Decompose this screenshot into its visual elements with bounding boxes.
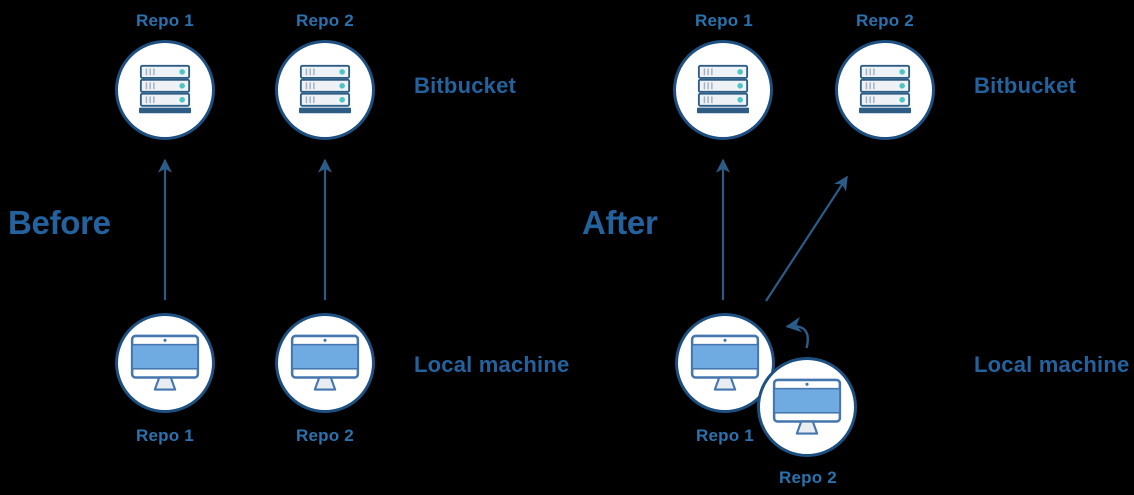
after-local-repo2-label: Repo 2 <box>779 468 837 487</box>
before-bitbucket-label: Bitbucket <box>414 73 517 98</box>
after-remote-repo1-label: Repo 1 <box>695 11 753 30</box>
server-stack-icon <box>137 64 193 116</box>
desktop-monitor-icon <box>130 334 200 392</box>
before-local-machine-label: Local machine <box>414 352 570 377</box>
after-bitbucket-label: Bitbucket <box>974 73 1077 98</box>
after-remote-repo1-node <box>673 40 773 140</box>
desktop-monitor-icon <box>690 334 760 392</box>
before-remote-repo1-node <box>115 40 215 140</box>
before-local-repo2-node <box>275 313 375 413</box>
before-local-repo2-label: Repo 2 <box>296 426 354 445</box>
after-push-arrow-repo2 <box>765 175 848 302</box>
before-remote-repo1-label: Repo 1 <box>136 11 194 30</box>
server-stack-icon <box>695 64 751 116</box>
desktop-monitor-icon <box>290 334 360 392</box>
after-local-repo2-node <box>757 357 857 457</box>
after-local-repo1-label: Repo 1 <box>696 426 754 445</box>
before-heading: Before <box>8 204 111 241</box>
before-local-repo1-node <box>115 313 215 413</box>
before-remote-repo2-node <box>275 40 375 140</box>
server-stack-icon <box>297 64 353 116</box>
after-local-machine-label: Local machine <box>974 352 1130 377</box>
before-local-repo1-label: Repo 1 <box>136 426 194 445</box>
after-heading: After <box>582 204 658 241</box>
after-merge-curved-arrow <box>785 316 809 349</box>
server-stack-icon <box>857 64 913 116</box>
before-remote-repo2-label: Repo 2 <box>296 11 354 30</box>
after-remote-repo2-node <box>835 40 935 140</box>
after-remote-repo2-label: Repo 2 <box>856 11 914 30</box>
desktop-monitor-icon <box>772 378 842 436</box>
